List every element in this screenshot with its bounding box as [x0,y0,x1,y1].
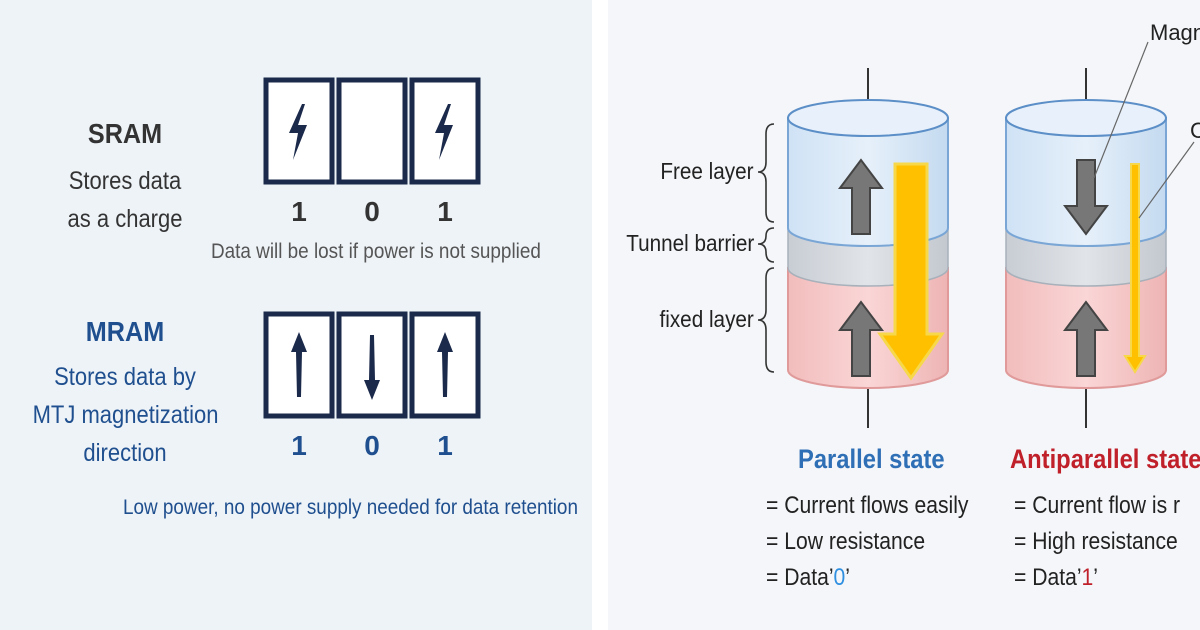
magnetization-arrow-down-icon [1063,159,1109,236]
mtj-states-panel: Free layer Tunnel barrier fixed layer Ma… [608,0,1200,630]
sram-bit-1: 1 [291,196,307,227]
antiparallel-mtj-cylinder [1005,41,1195,428]
current-arrow-down-icon [1123,163,1147,374]
sram-bit-3: 1 [437,196,453,227]
sram-description-line-2: as a charge [67,205,183,233]
mram-title: MRAM [85,316,165,347]
tunnel-barrier-brace [757,227,775,263]
mtj-diagram [757,41,1195,428]
sram-bit-2: 0 [364,196,380,227]
mram-cell-2 [336,311,408,419]
mram-description-line-3: direction [83,439,167,467]
free-layer-brace [757,123,775,223]
data-suffix: ’ [845,564,850,591]
cylinder-top [787,99,949,137]
free-layer-label: Free layer [660,158,754,184]
parallel-state-data: = Data’0’ [766,560,850,596]
mram-description-line-2: MTJ magnetization [32,401,219,429]
sram-cell-2 [336,77,408,185]
data-prefix: = Data’ [1014,564,1082,591]
data-digit-0: 0 [833,564,846,591]
memory-comparison-panel: SRAM Stores data as a charge 1 0 [0,0,592,630]
arrow-up-icon [437,332,453,397]
fixed-layer-brace [757,267,775,373]
fixed-layer-label: fixed layer [659,306,754,332]
lightning-icon [435,104,453,160]
antiparallel-state-data: = Data’1’ [1014,560,1098,596]
sram-cell-1 [263,77,335,185]
magnetization-arrow-up-icon [838,158,884,235]
magnetization-callout-label: Magn [1150,20,1200,45]
arrow-up-icon [291,332,307,397]
parallel-state-title: Parallel state [798,444,945,474]
antiparallel-state-title: Antiparallel state [1010,444,1200,474]
magnetization-arrow-up-icon [838,300,884,377]
tunnel-barrier-label: Tunnel barrier [625,230,754,256]
lightning-icon [289,104,307,160]
sram-cell-3 [409,77,481,185]
magnetization-arrow-up-icon [1063,300,1109,377]
data-digit-1: 1 [1081,564,1094,591]
sram-title: SRAM [87,118,163,149]
sram-note: Data will be lost if power is not suppli… [211,240,541,263]
panel-divider [592,0,608,630]
parallel-state-resistance: = Low resistance [766,528,926,555]
current-callout-line [1138,141,1195,219]
mram-description-line-1: Stores data by [54,363,196,391]
cylinder-top [1005,99,1167,137]
current-arrow-down-icon [877,162,945,381]
mram-cell-3 [409,311,481,419]
sram-description-line-1: Stores data [68,167,182,195]
parallel-state-current: = Current flows easily [766,492,969,519]
sram-mram-cells-graphic [263,77,481,419]
parallel-mtj-cylinder [787,68,949,428]
data-suffix: ’ [1093,564,1098,591]
antiparallel-state-current: = Current flow is r [1014,492,1181,519]
mram-note: Low power, no power supply needed for da… [123,496,578,519]
antiparallel-state-resistance: = High resistance [1014,528,1178,555]
magnetization-callout-line [1093,41,1149,179]
mram-bit-2: 0 [364,430,380,461]
data-prefix: = Data’ [766,564,834,591]
arrow-down-icon [364,335,380,400]
mram-cell-1 [263,311,335,419]
current-callout-label: C [1190,118,1200,143]
mram-bit-3: 1 [437,430,453,461]
mram-bit-1: 1 [291,430,307,461]
